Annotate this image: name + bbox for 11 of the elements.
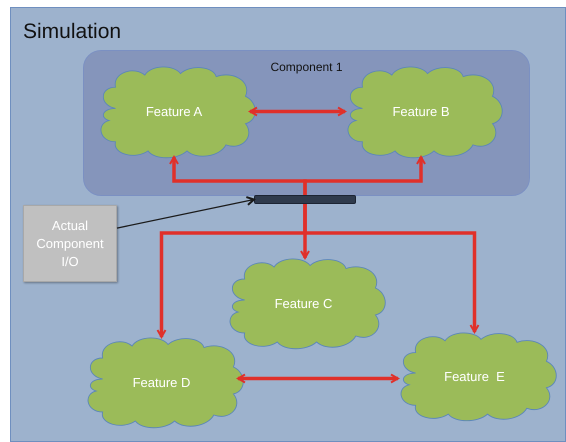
io-bar [254, 195, 356, 204]
pointer-arrow [116, 196, 255, 229]
panel-title: Simulation [23, 20, 122, 44]
arrow [303, 156, 426, 195]
simulation-panel [10, 7, 566, 442]
callout-box [23, 205, 117, 282]
group-title: Component 1 [269, 60, 344, 74]
arrow [249, 106, 346, 116]
arrow [237, 374, 399, 384]
arrow [303, 204, 480, 333]
callout-text: Actual Component I/O [35, 216, 105, 270]
